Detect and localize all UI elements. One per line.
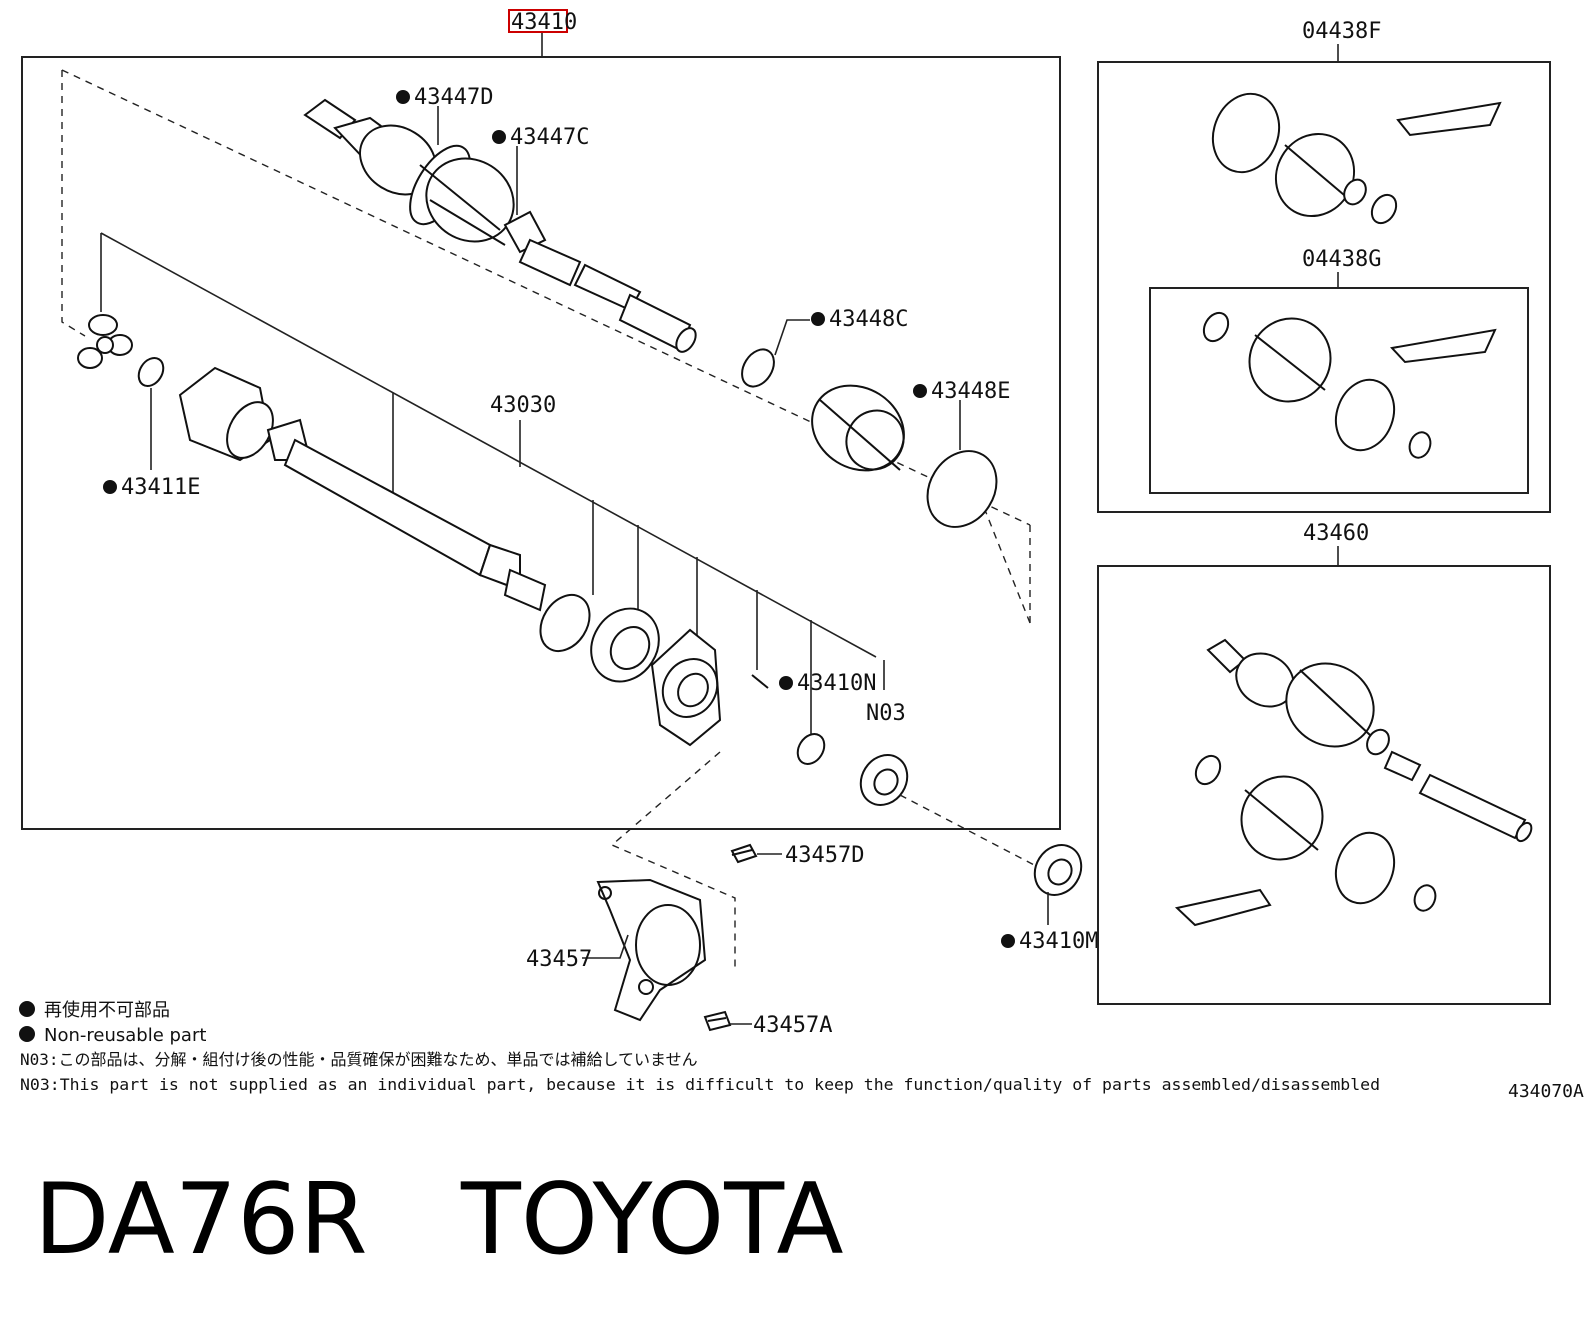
- seal-n03[interactable]: [852, 746, 917, 813]
- bracket-43457[interactable]: [596, 878, 707, 1022]
- boot-43448e[interactable]: [796, 369, 920, 488]
- non-reusable-dot-43447c: [492, 130, 506, 144]
- label-43457A[interactable]: 43457A: [753, 1013, 832, 1038]
- label-43030[interactable]: 43030: [490, 393, 556, 418]
- legend-jp: 再使用不可部品: [44, 1000, 170, 1021]
- label-43457[interactable]: 43457: [526, 947, 592, 972]
- label-04438G[interactable]: 04438G: [1302, 247, 1381, 272]
- kit-box-43460: [1097, 565, 1551, 1005]
- legend-dot-jp: [19, 1001, 35, 1017]
- non-reusable-dot-43411e: [103, 480, 117, 494]
- label-43447C[interactable]: 43447C: [510, 125, 589, 150]
- kit-box-04438g: [1149, 287, 1529, 494]
- kit-04438g-parts[interactable]: [1199, 304, 1497, 461]
- label-43457D[interactable]: 43457D: [785, 843, 864, 868]
- label-43411E[interactable]: 43411E: [121, 475, 200, 500]
- label-43460[interactable]: 43460: [1303, 521, 1369, 546]
- note-n03-jp: N03:この部品は、分解・組付け後の性能・品質確保が困難なため、単品では補給して…: [20, 1050, 698, 1069]
- snap-ring-inner[interactable]: [530, 586, 599, 660]
- bolt-43457d[interactable]: [730, 843, 758, 864]
- snap-ring-43411e[interactable]: [134, 353, 169, 390]
- legend-en: Non-reusable part: [44, 1025, 206, 1046]
- legend-dot-en: [19, 1026, 35, 1042]
- non-reusable-dot-43448e: [913, 384, 927, 398]
- label-N03[interactable]: N03: [866, 701, 906, 726]
- inboard-shaft-assembly[interactable]: [178, 366, 547, 612]
- non-reusable-dot-43410m: [1001, 934, 1015, 948]
- tripod-joint[interactable]: [77, 314, 133, 369]
- figure-code: 434070A: [1508, 1081, 1584, 1102]
- main-assembly-label-box[interactable]: [508, 9, 568, 33]
- clamp-43448c[interactable]: [736, 344, 781, 393]
- bearing[interactable]: [578, 596, 673, 694]
- non-reusable-dot-43447d: [396, 90, 410, 104]
- main-assembly-frame: [21, 56, 1061, 830]
- snap-ring-outer[interactable]: [792, 729, 829, 769]
- non-reusable-dot-43410n: [779, 676, 793, 690]
- kit-43460-parts[interactable]: [1174, 638, 1534, 927]
- non-reusable-dot-43448c: [811, 312, 825, 326]
- seal-43410m[interactable]: [1026, 836, 1091, 903]
- pin[interactable]: [751, 674, 769, 689]
- label-43448C[interactable]: 43448C: [829, 307, 908, 332]
- kit-box-04438f: [1097, 61, 1551, 513]
- main-assembly-label[interactable]: 43410: [511, 10, 577, 35]
- kit-04438f-parts[interactable]: [1202, 84, 1502, 230]
- bolt-43457a[interactable]: [703, 1010, 732, 1032]
- label-43448E[interactable]: 43448E: [931, 379, 1010, 404]
- clamp-band-43448e[interactable]: [914, 438, 1011, 540]
- label-04438F[interactable]: 04438F: [1302, 19, 1381, 44]
- label-43410M[interactable]: 43410M: [1019, 929, 1098, 954]
- assembly-dashed-outline: [61, 70, 86, 337]
- outboard-shaft-assembly[interactable]: [303, 98, 700, 355]
- bearing-bracket[interactable]: [650, 628, 728, 747]
- footer-title: DA76R TOYOTA: [34, 1163, 844, 1277]
- label-43410N[interactable]: 43410N: [797, 671, 876, 696]
- label-43447D[interactable]: 43447D: [414, 85, 493, 110]
- note-n03-en: N03:This part is not supplied as an indi…: [20, 1075, 1380, 1094]
